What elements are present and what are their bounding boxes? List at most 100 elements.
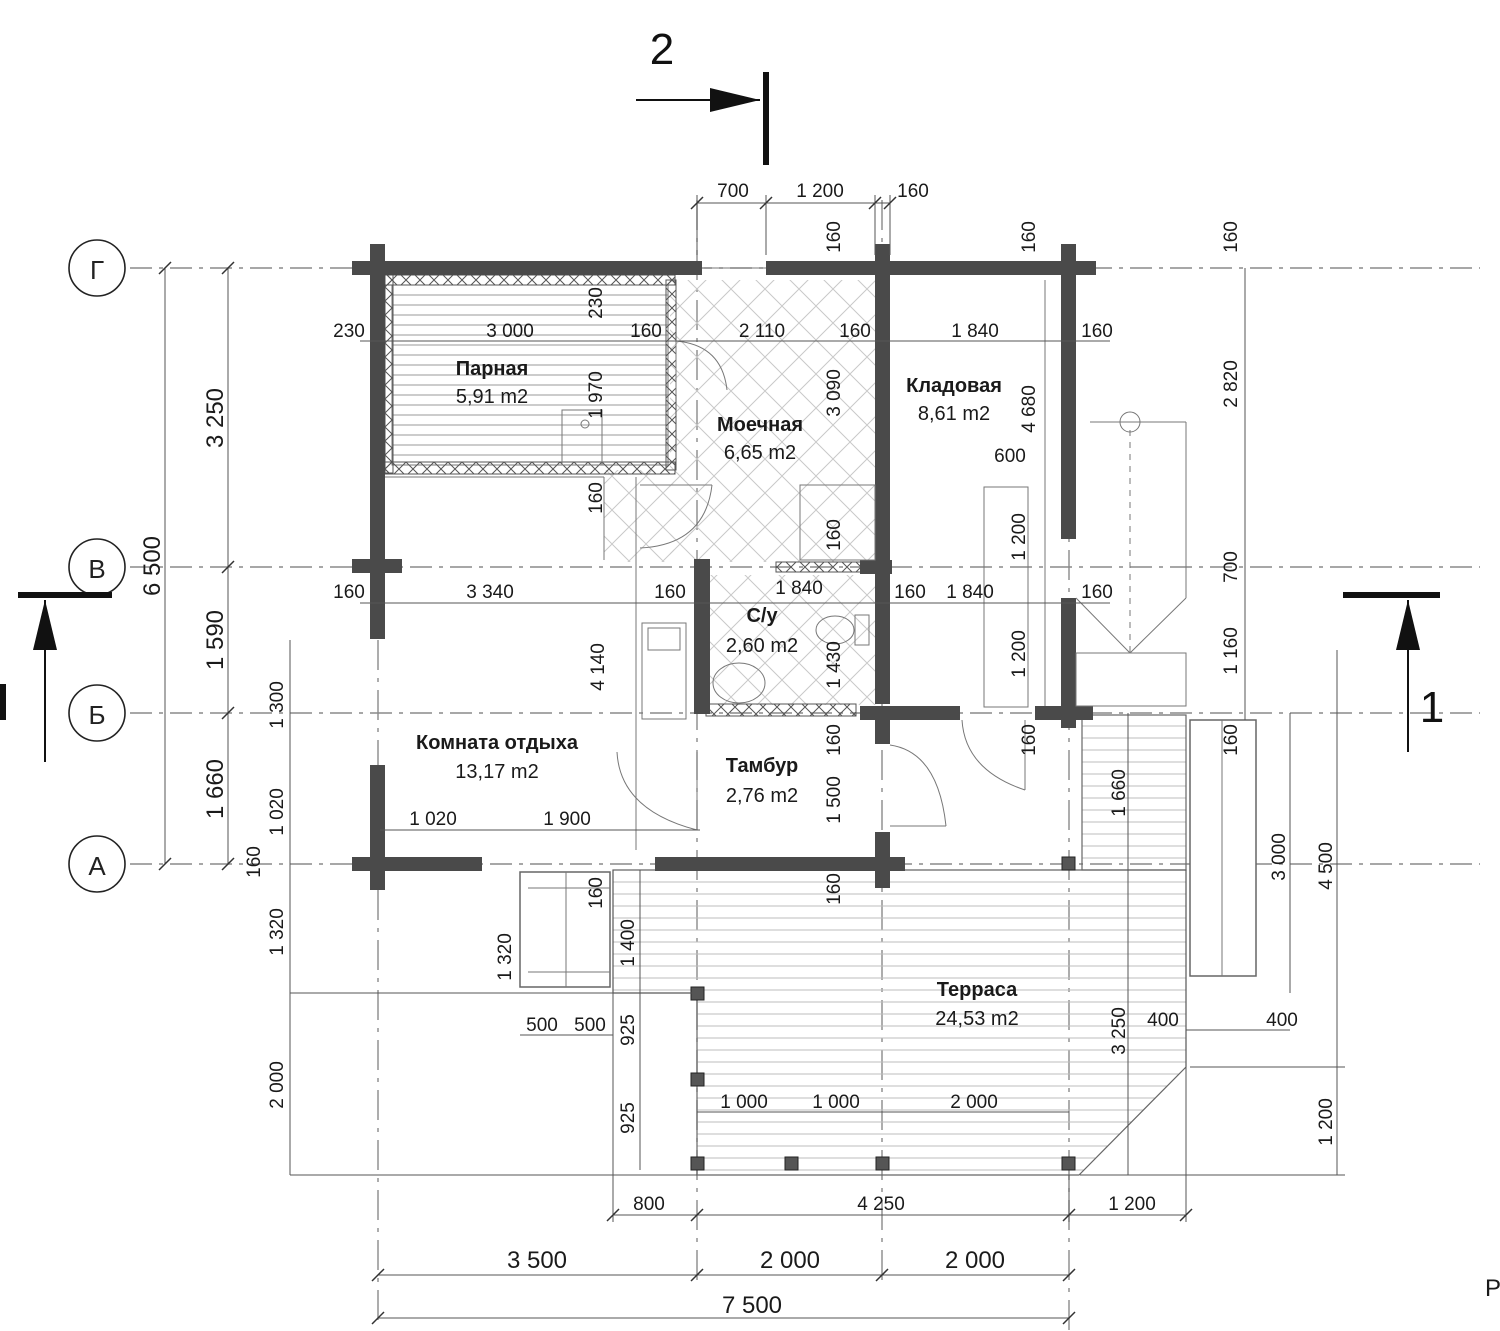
room-name-komnata-otdyha: Комната отдыха: [416, 732, 579, 754]
dim-label: 3 250: [1109, 1007, 1130, 1055]
dim-label: 1 000: [720, 1092, 768, 1113]
axis-label-v: В: [88, 554, 105, 584]
dim-label: 3 000: [1269, 833, 1290, 881]
room-name-parnaya: Парная: [456, 358, 529, 380]
room-area-komnata-otdyha: 13,17 m2: [455, 761, 538, 783]
axis-label-g: Г: [90, 255, 104, 285]
dim-label: 1 200: [1009, 513, 1030, 561]
dim-label: 160: [1019, 221, 1040, 253]
dim-label: 2 000: [760, 1247, 820, 1274]
dim-label: 230: [586, 287, 607, 319]
dim-label: 160: [654, 582, 686, 603]
dim-label: 3 340: [466, 582, 514, 603]
dim-label: 160: [1221, 221, 1242, 253]
dim-label: 160: [1221, 724, 1242, 756]
dim-label: 160: [839, 321, 871, 342]
dim-label: 7 500: [722, 1292, 782, 1319]
room-area-parnaya: 5,91 m2: [456, 386, 528, 408]
dim-label: 6 500: [139, 536, 166, 596]
section-label-right: 1: [1420, 683, 1444, 732]
axis-label-b: Б: [88, 700, 105, 730]
dim-label: 160: [244, 846, 265, 878]
dim-label: 800: [633, 1194, 665, 1215]
dim-label: 1 430: [824, 641, 845, 689]
dim-label: 400: [1266, 1010, 1298, 1031]
dim-label: 160: [586, 482, 607, 514]
dim-label: 160: [1019, 724, 1040, 756]
section-label-top: 2: [650, 25, 674, 74]
dim-label: 230: [333, 321, 365, 342]
dim-label: 1 590: [202, 610, 229, 670]
room-area-moechnaya: 6,65 m2: [724, 442, 796, 464]
dim-label: 160: [897, 181, 929, 202]
room-name-kladovaya: Кладовая: [906, 375, 1002, 397]
dim-label: 2 000: [950, 1092, 998, 1113]
dim-label: 1 200: [1316, 1098, 1337, 1146]
axis-markers: Г В Б А: [68, 239, 126, 893]
terrace-posts: [690, 856, 1076, 1171]
dim-label: 1 840: [775, 578, 823, 599]
dim-label: 1 020: [409, 809, 457, 830]
dim-label: 1 020: [267, 788, 288, 836]
section-marker-left: [0, 592, 112, 762]
dim-label: 500: [574, 1015, 606, 1036]
dim-label: 160: [1081, 582, 1113, 603]
dimension-ticks: [158, 196, 1193, 1325]
dim-label: 400: [1147, 1010, 1179, 1031]
dim-label: 160: [824, 724, 845, 756]
dim-label: 1 400: [618, 919, 639, 967]
dim-label: 700: [717, 181, 749, 202]
room-name-su: С/у: [746, 605, 778, 627]
room-name-moechnaya: Моечная: [717, 414, 803, 436]
dim-label: 1 200: [1108, 1194, 1156, 1215]
dim-label: 4 140: [588, 643, 609, 691]
dim-label: 600: [994, 446, 1026, 467]
dim-label: 1 200: [796, 181, 844, 202]
dim-label: 1 320: [267, 908, 288, 956]
dim-label: 1 900: [543, 809, 591, 830]
dim-label: 4 500: [1316, 842, 1337, 890]
dim-label: 160: [824, 221, 845, 253]
dim-label: 160: [1081, 321, 1113, 342]
dim-label: 1 160: [1221, 627, 1242, 675]
dim-label: 160: [333, 582, 365, 603]
dim-label: 1 840: [946, 582, 994, 603]
dim-label: 3 000: [486, 321, 534, 342]
dim-label: 2 820: [1221, 360, 1242, 408]
dim-label: 160: [586, 877, 607, 909]
partitions: [385, 267, 1187, 850]
dim-label: 1 660: [202, 759, 229, 819]
dim-label: 925: [618, 1014, 639, 1046]
dim-label: 1 660: [1109, 769, 1130, 817]
dim-label: 1 200: [1009, 630, 1030, 678]
section-marker-right: 1: [1343, 592, 1444, 752]
section-marker-top: 2: [636, 25, 769, 165]
dim-label: 4 680: [1019, 385, 1040, 433]
dim-label: 160: [824, 519, 845, 551]
room-area-kladovaya: 8,61 m2: [918, 403, 990, 425]
dim-label: 160: [630, 321, 662, 342]
dim-label: 1 970: [586, 371, 607, 419]
walls: [352, 244, 1096, 890]
dim-label: 2 110: [739, 321, 785, 342]
dim-label: 4 250: [857, 1194, 905, 1215]
dim-label: 1 300: [267, 681, 288, 729]
axis-label-a: А: [88, 851, 106, 881]
dim-label: 3 500: [507, 1247, 567, 1274]
corner-partial-letter: P: [1485, 1275, 1500, 1302]
dim-label: 3 250: [202, 388, 229, 448]
dim-label: 2 000: [945, 1247, 1005, 1274]
dim-label: 500: [526, 1015, 558, 1036]
dim-label: 2 000: [267, 1061, 288, 1109]
dim-label: 160: [824, 873, 845, 905]
dim-label: 700: [1221, 551, 1242, 583]
dim-label: 1 320: [495, 933, 516, 981]
room-name-terrasa: Терраса: [937, 979, 1018, 1001]
terrace-side-deck: [1081, 714, 1187, 871]
dim-label: 925: [618, 1102, 639, 1134]
dim-label: 1 500: [824, 776, 845, 824]
dim-label: 160: [894, 582, 926, 603]
room-area-terrasa: 24,53 m2: [935, 1008, 1018, 1030]
room-area-tambur: 2,76 m2: [726, 785, 798, 807]
